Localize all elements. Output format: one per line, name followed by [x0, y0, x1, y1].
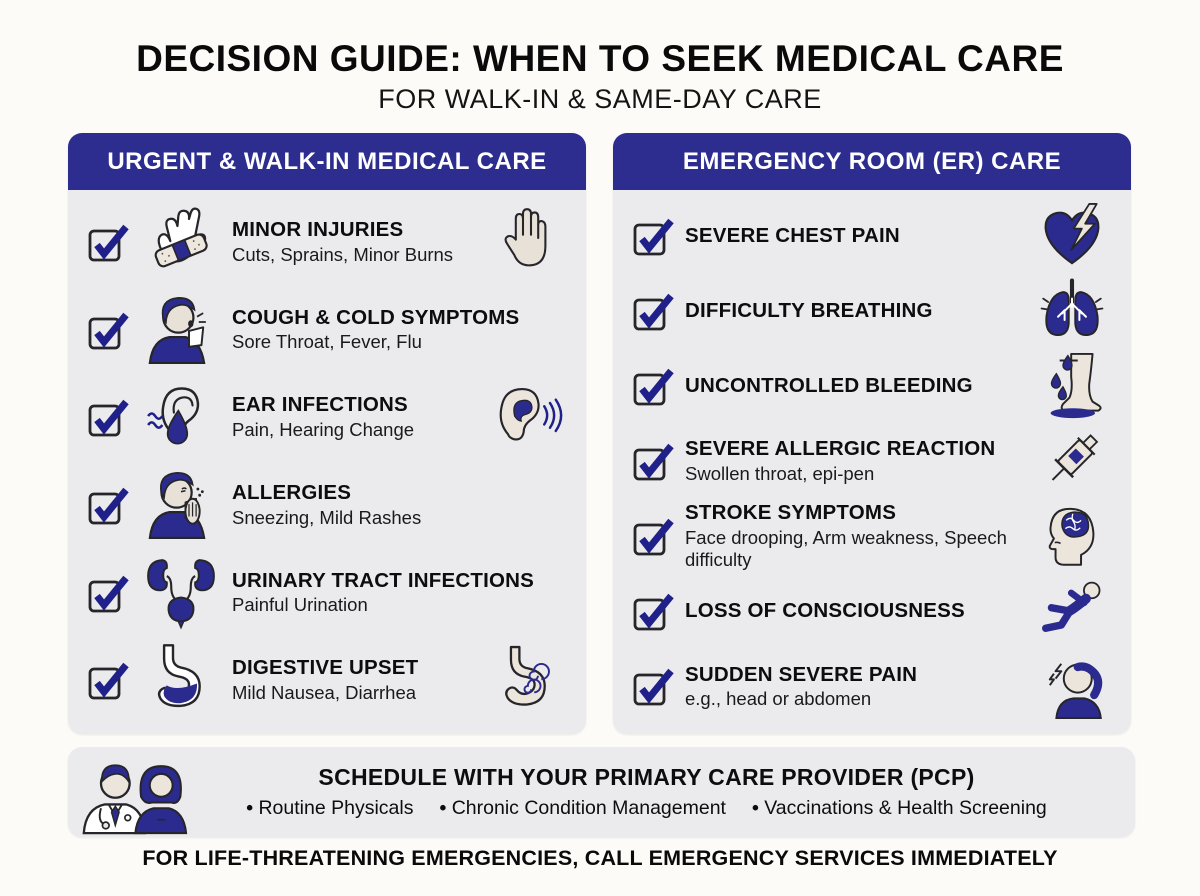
list-item-text: SEVERE CHEST PAIN [685, 224, 1021, 248]
ear-drop-icon [140, 376, 222, 458]
stroke-head-icon [1031, 495, 1113, 577]
pcp-bullet: Chronic Condition Management [439, 797, 726, 820]
list-item-text: UNCONTROLLED BLEEDING [685, 374, 1021, 398]
bandaged-hand-icon [140, 201, 222, 283]
epi-pen-icon [1031, 420, 1113, 502]
item-title: URINARY TRACT INFECTIONS [232, 568, 535, 592]
pcp-bullet: Routine Physicals [246, 797, 413, 820]
item-subtitle: Sore Throat, Fever, Flu [232, 331, 422, 353]
list-item-text: ALLERGIES Sneezing, Mild Rashes [232, 481, 568, 529]
item-title: EAR INFECTIONS [232, 393, 408, 417]
list-item-chest-pain: SEVERE CHEST PAIN [631, 198, 1113, 273]
item-subtitle: Sneezing, Mild Rashes [232, 506, 422, 528]
list-item-stroke: STROKE SYMPTOMS Face drooping, Arm weakn… [631, 499, 1113, 574]
stomach-swirl-icon [486, 642, 568, 718]
list-item-text: SEVERE ALLERGIC REACTION Swollen throat,… [685, 437, 1021, 485]
bleeding-limb-icon [1031, 345, 1113, 427]
emergency-warning: FOR LIFE-THREATENING EMERGENCIES, CALL E… [142, 846, 1058, 870]
list-item-digestive-upset: DIGESTIVE UPSET Mild Nausea, Diarrhea [86, 636, 568, 724]
heart-lightning-icon [1031, 195, 1113, 277]
list-item-allergies: ALLERGIES Sneezing, Mild Rashes [86, 461, 568, 549]
urgent-care-panel: URGENT & WALK-IN MEDICAL CARE MINOR INJU… [68, 133, 586, 734]
list-item-text: MINOR INJURIES Cuts, Sprains, Minor Burn… [232, 218, 476, 266]
item-title: MINOR INJURIES [232, 217, 404, 241]
er-care-panel-body: SEVERE CHEST PAIN DIFFICULTY BREATHING U… [613, 190, 1131, 734]
checkbox-checked-icon [631, 364, 675, 408]
checkbox-checked-icon [86, 483, 130, 527]
item-title: COUGH & COLD SYMPTOMS [232, 305, 520, 329]
item-title: LOSS OF CONSCIOUSNESS [685, 599, 965, 623]
checkbox-checked-icon [86, 571, 130, 615]
checkbox-checked-icon [631, 514, 675, 558]
item-subtitle: Pain, Hearing Change [232, 418, 415, 440]
checkbox-checked-icon [86, 220, 130, 264]
er-care-panel: EMERGENCY ROOM (ER) CARE SEVERE CHEST PA… [613, 133, 1131, 734]
item-title: SUDDEN SEVERE PAIN [685, 662, 918, 686]
checkbox-checked-icon [86, 658, 130, 702]
pcp-bullet-list: Routine Physicals Chronic Condition Mana… [198, 797, 1095, 820]
list-item-severe-pain: SUDDEN SEVERE PAIN e.g., head or abdomen [631, 649, 1113, 724]
allergy-person-icon [140, 464, 222, 546]
urgent-care-panel-header: URGENT & WALK-IN MEDICAL CARE [68, 133, 586, 190]
checkbox-checked-icon [631, 214, 675, 258]
headache-person-icon [1031, 645, 1113, 727]
kidneys-bladder-icon [140, 552, 222, 634]
list-item-cough-cold: COUGH & COLD SYMPTOMS Sore Throat, Fever… [86, 286, 568, 374]
pcp-section: SCHEDULE WITH YOUR PRIMARY CARE PROVIDER… [68, 747, 1135, 837]
urgent-care-panel-body: MINOR INJURIES Cuts, Sprains, Minor Burn… [68, 190, 586, 734]
doctors-pair-icon [68, 749, 198, 835]
item-subtitle: Swollen throat, epi-pen [685, 462, 875, 484]
item-subtitle: Face drooping, Arm weakness, Speech diff… [685, 526, 1007, 570]
item-title: ALLERGIES [232, 480, 352, 504]
list-item-text: EAR INFECTIONS Pain, Hearing Change [232, 393, 476, 441]
list-item-ear-infections: EAR INFECTIONS Pain, Hearing Change [86, 373, 568, 461]
item-title: STROKE SYMPTOMS [685, 501, 897, 525]
list-item-breathing: DIFFICULTY BREATHING [631, 273, 1113, 348]
ear-sound-icon [486, 380, 568, 454]
falling-person-icon [1031, 570, 1113, 652]
pcp-title: SCHEDULE WITH YOUR PRIMARY CARE PROVIDER… [318, 764, 975, 790]
item-title: SEVERE CHEST PAIN [685, 223, 900, 247]
item-subtitle: e.g., head or abdomen [685, 688, 872, 710]
item-subtitle: Painful Urination [232, 594, 368, 616]
item-title: SEVERE ALLERGIC REACTION [685, 437, 996, 461]
pcp-text-block: SCHEDULE WITH YOUR PRIMARY CARE PROVIDER… [198, 764, 1135, 820]
list-item-text: STROKE SYMPTOMS Face drooping, Arm weakn… [685, 501, 1021, 571]
checkbox-checked-icon [86, 308, 130, 352]
er-care-panel-header: EMERGENCY ROOM (ER) CARE [613, 133, 1131, 190]
checkbox-checked-icon [631, 664, 675, 708]
list-item-uti: URINARY TRACT INFECTIONS Painful Urinati… [86, 549, 568, 637]
open-hand-icon [486, 206, 568, 278]
item-subtitle: Cuts, Sprains, Minor Burns [232, 243, 454, 265]
checkbox-checked-icon [631, 589, 675, 633]
item-title: DIFFICULTY BREATHING [685, 298, 933, 322]
list-item-allergic-reaction: SEVERE ALLERGIC REACTION Swollen throat,… [631, 423, 1113, 498]
list-item-text: COUGH & COLD SYMPTOMS Sore Throat, Fever… [232, 306, 568, 354]
page-subtitle: FOR WALK-IN & SAME-DAY CARE [378, 84, 822, 114]
page-title: DECISION GUIDE: WHEN TO SEEK MEDICAL CAR… [136, 38, 1064, 79]
item-title: DIGESTIVE UPSET [232, 656, 419, 680]
list-item-minor-injuries: MINOR INJURIES Cuts, Sprains, Minor Burn… [86, 198, 568, 286]
sneezing-person-icon [140, 289, 222, 371]
list-item-text: DIFFICULTY BREATHING [685, 299, 1021, 323]
item-title: UNCONTROLLED BLEEDING [685, 374, 973, 398]
checkbox-checked-icon [631, 289, 675, 333]
pcp-bullet: Vaccinations & Health Screening [752, 797, 1047, 820]
list-item-text: URINARY TRACT INFECTIONS Painful Urinati… [232, 569, 568, 617]
list-item-text: SUDDEN SEVERE PAIN e.g., head or abdomen [685, 663, 1021, 711]
list-item-bleeding: UNCONTROLLED BLEEDING [631, 348, 1113, 423]
item-subtitle: Mild Nausea, Diarrhea [232, 681, 417, 703]
lungs-icon [1031, 270, 1113, 352]
checkbox-checked-icon [86, 395, 130, 439]
list-item-text: DIGESTIVE UPSET Mild Nausea, Diarrhea [232, 656, 476, 704]
list-item-consciousness: LOSS OF CONSCIOUSNESS [631, 574, 1113, 649]
list-item-text: LOSS OF CONSCIOUSNESS [685, 599, 1021, 623]
checkbox-checked-icon [631, 439, 675, 483]
stomach-icon [140, 639, 222, 721]
